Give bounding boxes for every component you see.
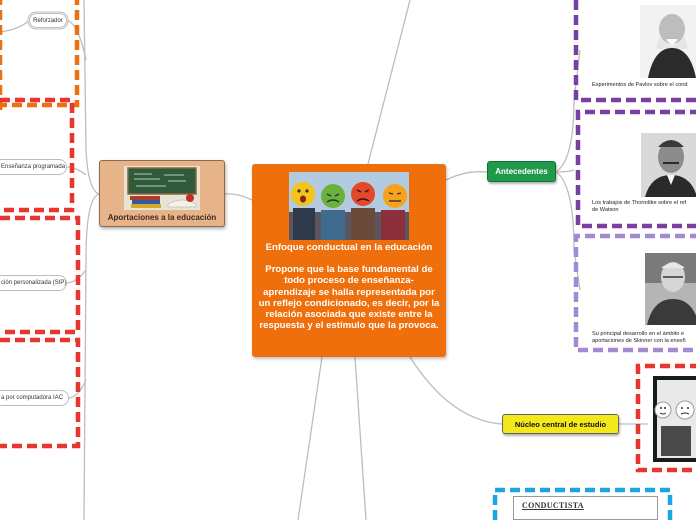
connector-bottom-left: [297, 356, 323, 520]
connector-ens-prog: [65, 166, 87, 176]
thorndike-photo: [641, 133, 696, 197]
connector-antec-1: [555, 49, 581, 173]
connector-central-nucleo: [409, 356, 503, 425]
border-red-nucleo: [635, 363, 696, 473]
border-blue: [492, 487, 673, 520]
central-title: Enfoque conductual en la educación: [265, 242, 433, 253]
aportaciones-node[interactable]: Aportaciones a la educación: [99, 160, 225, 227]
emoji-faces-image: [289, 172, 409, 240]
pavlov-caption: Experimentos de Pavlov sobre el cond: [592, 82, 688, 88]
skinner-photo: [645, 253, 696, 325]
antecedentes-node[interactable]: Antecedentes: [487, 161, 556, 182]
border-lavender: [573, 233, 696, 353]
connector-lines: [0, 0, 648, 520]
emoji-masks-photo: [653, 376, 696, 462]
ensenanza-programada-item[interactable]: Enseñanza programada: [0, 159, 67, 175]
conductista-card[interactable]: CONDUCTISTA: [513, 496, 658, 520]
connector-aport-spine-low: [83, 193, 100, 520]
reforzador-item[interactable]: Reforzador: [29, 13, 67, 28]
border-purple-1: [573, 0, 696, 103]
skinner-caption: Su principal desarrollo en el ámbito e a…: [592, 331, 686, 344]
conductista-label: CONDUCTISTA: [522, 501, 584, 510]
sip-item[interactable]: ción personalizada (SIP): [0, 275, 67, 291]
pavlov-photo: [640, 5, 696, 78]
border-orange-top: [0, 0, 80, 110]
thorndike-caption: Los trabajos de Thorndike sobre el ref d…: [592, 200, 687, 213]
central-text: Enfoque conductual en la educación Propo…: [258, 242, 440, 331]
connector-antec-2: [555, 169, 575, 173]
connector-top: [367, 0, 411, 165]
central-topic[interactable]: Enfoque conductual en la educación Propo…: [252, 164, 446, 357]
border-red-2: [0, 215, 81, 335]
aportaciones-label: Aportaciones a la educación: [107, 213, 217, 222]
border-purple-2: [575, 109, 696, 229]
connector-reforzador-out: [0, 19, 31, 33]
nucleo-central-node[interactable]: Núcleo central de estudio: [502, 414, 619, 434]
connector-central-aportaciones: [224, 193, 253, 201]
central-body: Propone que la base fundamental de todo …: [258, 264, 440, 332]
connector-iac: [67, 379, 87, 399]
connector-aport-spine: [83, 0, 100, 195]
iac-item[interactable]: a por computadora IAC: [0, 390, 69, 406]
connector-central-antecedentes: [445, 171, 488, 181]
border-red-3: [0, 337, 81, 449]
classroom-image: [124, 166, 200, 210]
border-red-1: [0, 97, 75, 213]
connector-bottom-mid: [354, 356, 367, 520]
